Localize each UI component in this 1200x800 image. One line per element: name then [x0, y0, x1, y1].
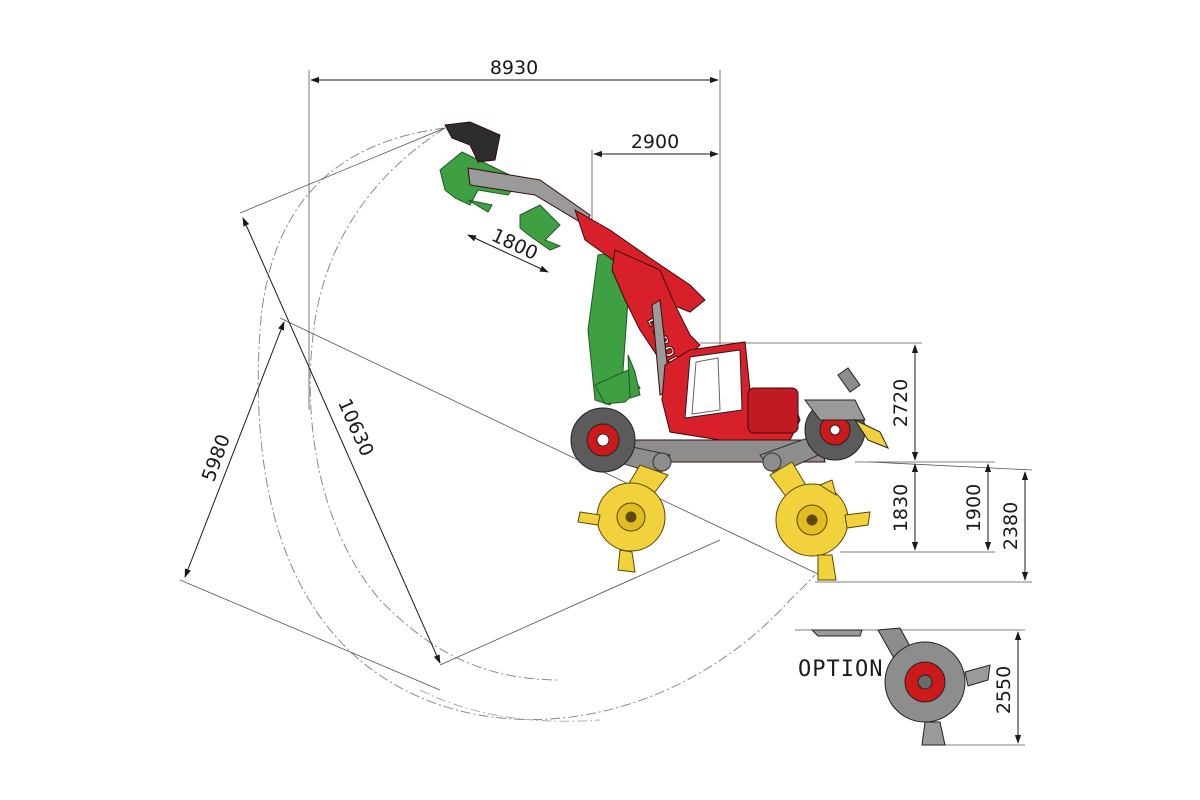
option-top-bar [810, 629, 863, 637]
yellow-claw-left [577, 511, 601, 526]
wheel-left [570, 407, 636, 473]
black-bucket [444, 121, 501, 163]
pivot-left [652, 452, 672, 472]
option-assembly [810, 627, 991, 746]
rear-claw-upper [804, 367, 890, 449]
yellow-foot-right [817, 554, 837, 581]
dim-line-max-reach [242, 217, 441, 664]
dim-max-reach: 10630 [333, 395, 378, 459]
dim-leg-height-2: 1900 [963, 484, 985, 532]
dim-cab-height: 2720 [890, 379, 912, 427]
machine-body [624, 341, 826, 463]
yellow-claw-right [844, 511, 871, 529]
pivot-right [762, 452, 782, 472]
reach-arc-outer [257, 127, 816, 721]
cab-window [684, 349, 743, 419]
option-hub-center [917, 674, 933, 690]
option-claw-right [964, 664, 991, 687]
dim-line-dig-depth [184, 321, 285, 578]
yellow-wheel-right [775, 479, 871, 581]
yellow-top-claw [818, 479, 837, 497]
dim-reach-width: 8930 [490, 57, 538, 79]
dim-tail-width: 2900 [631, 131, 679, 153]
cab-window-inner [691, 357, 721, 415]
alternate-arm-positions [439, 151, 641, 406]
reach-arc-lower [419, 689, 601, 722]
dim-line-bucket-span [467, 234, 549, 273]
green-bucket-tip [627, 354, 641, 399]
green-bucket-mid [519, 204, 562, 251]
dim-total-height: 2380 [1000, 502, 1022, 550]
dim-option-height: 2550 [993, 666, 1015, 714]
option-foot [921, 721, 946, 746]
option-label: OPTION [798, 657, 883, 682]
green-tooth-upper [467, 199, 493, 213]
yellow-foot-left [617, 549, 636, 573]
dim-dig-depth: 5980 [198, 431, 235, 484]
dim-leg-height-1: 1830 [890, 484, 912, 532]
counterweight [747, 387, 799, 434]
dimension-lines [184, 76, 1029, 744]
yellow-wheel-left [577, 482, 666, 573]
